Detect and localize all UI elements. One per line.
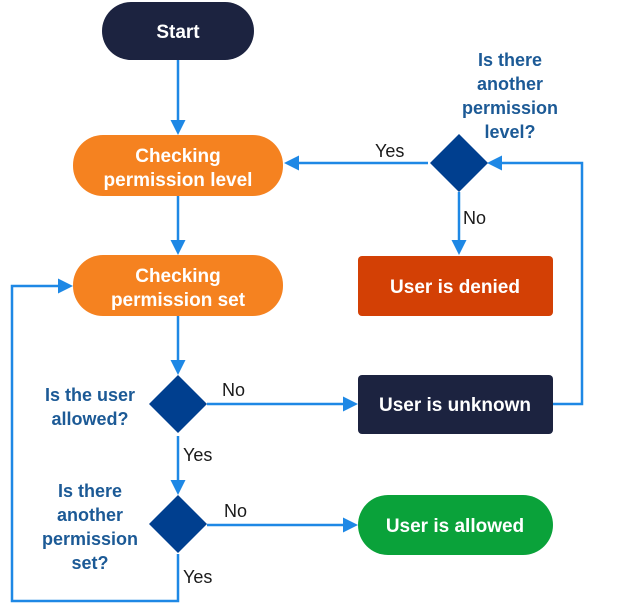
node-user-unknown-label: User is unknown [379,395,531,416]
node-user-denied-shape [358,256,553,316]
node-user-unknown: User is unknown [358,375,553,434]
question-another-level-line2: another [477,74,543,94]
edge-label-level-no: No [463,208,486,228]
decision-user-allowed-diamond [149,375,207,433]
decision-another-set-diamond [149,495,207,553]
node-start-label: Start [156,22,200,43]
decision-another-level-diamond [430,134,488,192]
question-user-allowed: Is the user allowed? [45,385,135,429]
edge-label-level-yes: Yes [375,141,404,161]
node-user-denied-label: User is denied [390,277,520,298]
node-user-allowed: User is allowed [358,495,553,555]
question-another-level: Is there another permission level? [462,50,558,142]
question-user-allowed-line1: Is the user [45,385,135,405]
edge-label-set-no: No [224,501,247,521]
decision-user-allowed [149,375,207,433]
node-user-allowed-label: User is allowed [386,516,524,537]
node-checking-level: Checking permission level [73,135,283,196]
node-checking-set: Checking permission set [73,255,283,316]
question-another-set: Is there another permission set? [42,481,138,573]
node-start: Start [102,2,254,60]
node-user-unknown-shape [358,375,553,434]
node-user-allowed-shape [358,495,553,555]
question-another-set-line1: Is there [58,481,122,501]
node-checking-set-shape [73,255,283,316]
edge-label-allowed-no: No [222,380,245,400]
node-checking-set-line2: permission set [111,290,246,311]
node-checking-level-shape [73,135,283,196]
edge-labels: Yes No No Yes No Yes [183,141,486,587]
question-another-level-line3: permission [462,98,558,118]
node-checking-set-line1: Checking [135,266,221,287]
question-another-level-line4: level? [484,122,535,142]
question-another-set-line4: set? [71,553,108,573]
edge-label-allowed-yes: Yes [183,445,212,465]
decision-another-level [430,134,488,192]
question-another-set-line2: another [57,505,123,525]
edges [10,60,584,603]
node-start-shape [102,2,254,60]
edge-set-q-yes-loop [10,278,180,603]
question-another-level-line1: Is there [478,50,542,70]
edge-label-set-yes: Yes [183,567,212,587]
node-checking-level-line1: Checking [135,146,221,167]
node-checking-level-line2: permission level [104,170,253,191]
node-user-denied: User is denied [358,256,553,316]
decision-another-set [149,495,207,553]
question-user-allowed-line2: allowed? [51,409,128,429]
edge-unknown-to-level-q [487,155,584,406]
question-another-set-line3: permission [42,529,138,549]
